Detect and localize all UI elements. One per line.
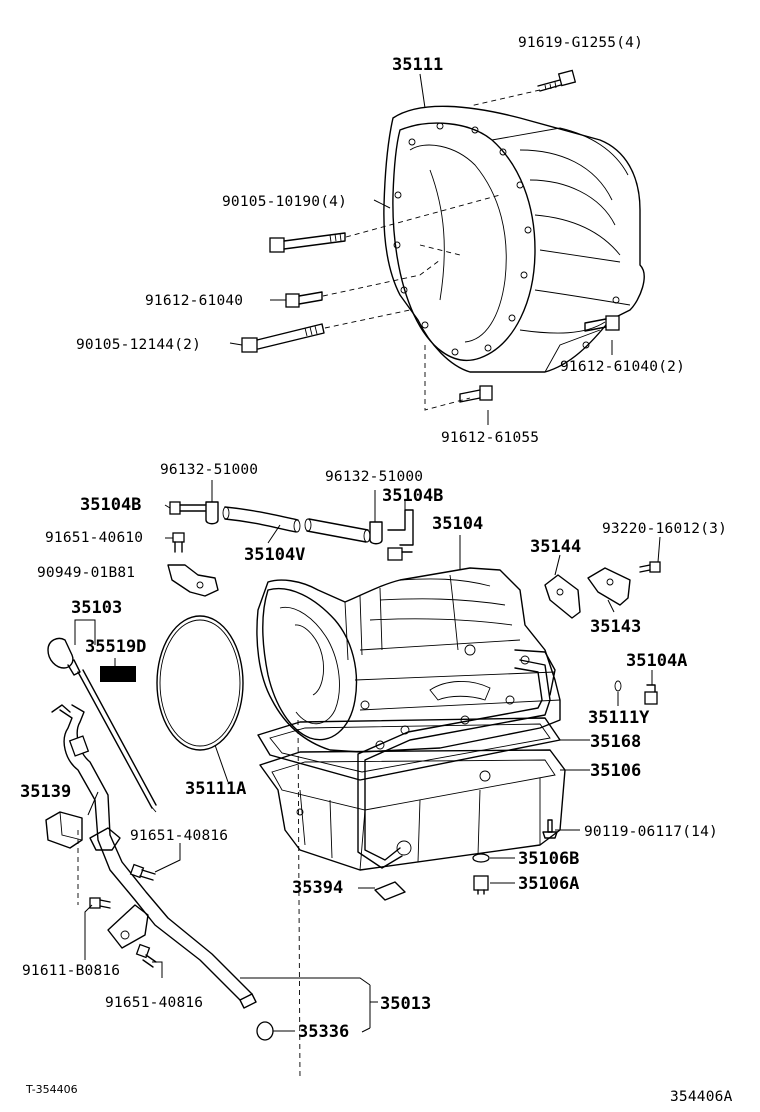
label-90949-01B81: 90949-01B81 [37, 565, 135, 581]
footer-left-code: T-354406 [25, 1083, 78, 1096]
label-35519D: 35519D [85, 637, 146, 657]
label-91619-G1255: 91619-G1255(4) [518, 35, 643, 51]
label-35111A: 35111A [185, 779, 246, 799]
label-35103: 35103 [71, 598, 122, 618]
label-35139: 35139 [20, 782, 71, 802]
dipstick-35103 [47, 637, 157, 813]
label-35104V: 35104V [244, 545, 305, 565]
bolt-91651-40816-upper [129, 863, 156, 881]
hose-straight [304, 518, 371, 543]
clamp-96132-51000-right [369, 521, 383, 545]
oil-cooler-tube [357, 659, 551, 869]
bolt-90119-06117 [542, 819, 558, 839]
label-90105-10190: 90105-10190(4) [222, 194, 347, 210]
label-91611-B0816: 91611-B0816 [22, 963, 120, 979]
seal-35111Y [614, 680, 622, 692]
label-35111Y: 35111Y [588, 708, 650, 728]
leader-lines [74, 73, 661, 1033]
label-91651-40816-upper: 91651-40816 [130, 828, 228, 844]
clamp-90949-01B81 [167, 564, 219, 597]
bolt-91651-40816-lower [135, 943, 157, 968]
oring-35336 [256, 1021, 274, 1041]
label-91612-61055: 91612-61055 [441, 430, 539, 446]
label-35106A: 35106A [518, 874, 579, 894]
hose-35104V [222, 506, 301, 533]
label-35013: 35013 [380, 994, 431, 1014]
magnet-35394 [374, 881, 406, 901]
bolt-91611-B0816 [89, 897, 111, 909]
bolt-93220-16012 [639, 561, 661, 573]
transmission-housing-35111 [383, 105, 645, 373]
gasket-35106B [472, 853, 490, 863]
union-35104B-right [387, 509, 414, 561]
cover-35143 [587, 567, 631, 606]
label-91612-61040: 91612-61040 [145, 293, 243, 309]
label-35394: 35394 [292, 878, 343, 898]
label-90119-06117: 90119-06117(14) [584, 824, 718, 840]
label-35168: 35168 [590, 732, 641, 752]
label-96132-51000-right: 96132-51000 [325, 469, 423, 485]
label-35104B-right: 35104B [382, 486, 443, 506]
label-35104B-left: 35104B [80, 495, 141, 515]
bolt-91651-40610 [172, 532, 185, 553]
label-35106: 35106 [590, 761, 641, 781]
label-35143: 35143 [590, 617, 641, 637]
label-90105-12144: 90105-12144(2) [76, 337, 201, 353]
label-35519D [100, 658, 136, 682]
bolt-91612-61040-2 [584, 315, 620, 332]
bracket-lower [107, 904, 149, 949]
label-96132-51000-left: 96132-51000 [160, 462, 258, 478]
union-35104B-left [169, 501, 206, 515]
label-91651-40816-lower: 91651-40816 [105, 995, 203, 1011]
bolt-90105-12144 [241, 323, 325, 353]
label-35144: 35144 [530, 537, 581, 557]
bolt-91612-61040 [285, 291, 323, 308]
bolt-91612-61055 [459, 385, 493, 403]
label-91612-61040-2: 91612-61040(2) [560, 359, 685, 375]
label-35104: 35104 [432, 514, 483, 534]
label-93220-16012: 93220-16012(3) [602, 521, 727, 537]
cover-35144 [544, 574, 581, 619]
footer-right-code: 354406A [670, 1089, 733, 1105]
oring-35111A [156, 615, 244, 751]
oil-pan-35106 [259, 749, 566, 871]
clamp-35139 [45, 811, 83, 849]
bolt-91619-G1255 [537, 69, 577, 92]
label-35336: 35336 [298, 1022, 349, 1042]
label-35106B: 35106B [518, 849, 579, 869]
transmission-case-35104 [256, 567, 561, 753]
plug-35104A [644, 684, 658, 705]
bolt-90105-10190 [269, 232, 346, 253]
plug-35106A [473, 875, 489, 895]
label-91651-40610: 91651-40610 [45, 530, 143, 546]
bracket-upper [89, 827, 121, 851]
label-35104A: 35104A [626, 651, 687, 671]
label-35111: 35111 [392, 55, 443, 75]
